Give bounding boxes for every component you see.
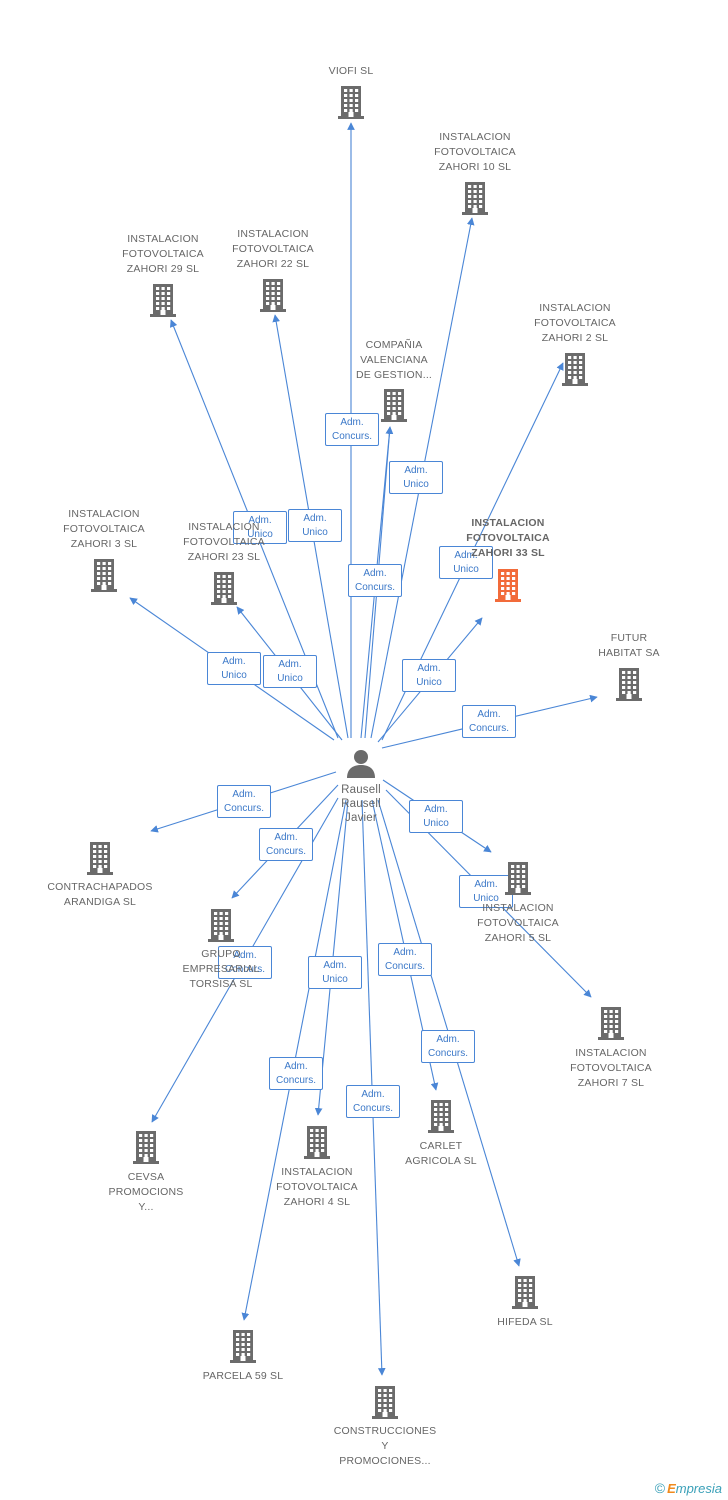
node-label-carlet[interactable]: CARLET AGRICOLA SL	[405, 1140, 477, 1167]
brand-footer: ©Empresia	[655, 1480, 722, 1496]
node-label-zahori4[interactable]: INSTALACION FOTOVOLTAICA ZAHORI 4 SL	[276, 1166, 358, 1208]
edge-label-zahori10[interactable]: Adm. Unico	[389, 461, 443, 494]
node-label-hifeda[interactable]: HIFEDA SL	[497, 1316, 553, 1328]
building-icon[interactable]	[509, 1275, 541, 1309]
building-icon[interactable]	[502, 861, 534, 895]
building-icon[interactable]	[425, 1099, 457, 1133]
edge-label-zahori4[interactable]: Adm. Unico	[308, 956, 362, 989]
edge-label-contrachapados[interactable]: Adm. Concurs.	[217, 785, 271, 818]
person-name[interactable]: Rausell Rausell Javier	[341, 784, 381, 824]
node-label-zahori7[interactable]: INSTALACION FOTOVOLTAICA ZAHORI 7 SL	[570, 1047, 652, 1089]
edge-label-zahori23[interactable]: Adm. Unico	[263, 655, 317, 688]
building-icon[interactable]	[257, 278, 289, 312]
building-icon[interactable]	[208, 571, 240, 605]
edge-label-hifeda[interactable]: Adm. Concurs.	[421, 1030, 475, 1063]
node-label-zahori29[interactable]: INSTALACION FOTOVOLTAICA ZAHORI 29 SL	[122, 233, 204, 275]
building-icon[interactable]	[147, 283, 179, 317]
edge-label-compania[interactable]: Adm. Concurs.	[348, 564, 402, 597]
person-icon[interactable]	[346, 748, 376, 778]
building-icon[interactable]	[130, 1130, 162, 1164]
building-icon[interactable]	[595, 1006, 627, 1040]
building-icon[interactable]	[613, 667, 645, 701]
node-label-cevsa[interactable]: CEVSA PROMOCIONS Y...	[108, 1171, 184, 1213]
node-label-zahori2[interactable]: INSTALACION FOTOVOLTAICA ZAHORI 2 SL	[534, 302, 616, 344]
copyright-symbol: ©	[654, 1480, 666, 1496]
edge-label-zahori3[interactable]: Adm. Unico	[207, 652, 261, 685]
node-label-compania[interactable]: COMPAÑIA VALENCIANA DE GESTION...	[355, 339, 433, 381]
edge-label-cevsa[interactable]: Adm. Concurs.	[218, 946, 272, 979]
edge-label-zahori7[interactable]: Adm. Unico	[459, 875, 513, 908]
edge-label-torsisa[interactable]: Adm. Concurs.	[259, 828, 313, 861]
edge-label-parcela[interactable]: Adm. Concurs.	[269, 1057, 323, 1090]
edge-label-compania[interactable]: Adm. Concurs.	[325, 413, 379, 446]
edge-label-zahori5[interactable]: Adm. Unico	[409, 800, 463, 833]
building-icon[interactable]	[227, 1329, 259, 1363]
node-label-viofi[interactable]: VIOFI SL	[328, 65, 374, 77]
edge-label-zahori29[interactable]: Adm. Unico	[233, 511, 287, 544]
building-icon[interactable]	[459, 181, 491, 215]
building-icon[interactable]	[559, 352, 591, 386]
node-label-zahori3[interactable]: INSTALACION FOTOVOLTAICA ZAHORI 3 SL	[63, 508, 145, 550]
node-label-zahori23[interactable]: INSTALACION FOTOVOLTAICA ZAHORI 23 SL	[183, 521, 265, 563]
edge-label-zahori2[interactable]: Adm. Unico	[439, 546, 493, 579]
node-label-zahori33[interactable]: INSTALACION FOTOVOLTAICA ZAHORI 33 SL	[466, 517, 550, 559]
building-icon[interactable]	[88, 558, 120, 592]
edge-label-zahori22[interactable]: Adm. Unico	[288, 509, 342, 542]
brand-name: mpresia	[675, 1481, 722, 1496]
highlighted-building-icon[interactable]	[492, 568, 524, 602]
building-icon[interactable]	[205, 908, 237, 942]
node-label-zahori22[interactable]: INSTALACION FOTOVOLTAICA ZAHORI 22 SL	[232, 228, 314, 270]
building-icon[interactable]	[378, 388, 410, 422]
node-label-zahori10[interactable]: INSTALACION FOTOVOLTAICA ZAHORI 10 SL	[434, 131, 516, 173]
building-icon[interactable]	[301, 1125, 333, 1159]
edge-label-futur[interactable]: Adm. Concurs.	[462, 705, 516, 738]
node-label-parcela[interactable]: PARCELA 59 SL	[202, 1370, 284, 1382]
node-label-torsisa[interactable]: GRUPO EMPRESARIAL TORSISA SL	[182, 948, 260, 990]
building-icon[interactable]	[335, 85, 367, 119]
building-icon[interactable]	[84, 841, 116, 875]
edge-label-zahori33[interactable]: Adm. Unico	[402, 659, 456, 692]
node-label-zahori5[interactable]: INSTALACION FOTOVOLTAICA ZAHORI 5 SL	[477, 902, 559, 944]
edge-label-carlet[interactable]: Adm. Concurs.	[378, 943, 432, 976]
node-label-contrachapados[interactable]: CONTRACHAPADOS ARANDIGA SL	[47, 881, 153, 908]
building-icon[interactable]	[369, 1385, 401, 1419]
edge-label-construcciones[interactable]: Adm. Concurs.	[346, 1085, 400, 1118]
node-label-futur[interactable]: FUTUR HABITAT SA	[598, 632, 660, 659]
node-label-construcciones[interactable]: CONSTRUCCIONES Y PROMOCIONES...	[333, 1425, 437, 1467]
brand-initial: E	[667, 1481, 676, 1496]
